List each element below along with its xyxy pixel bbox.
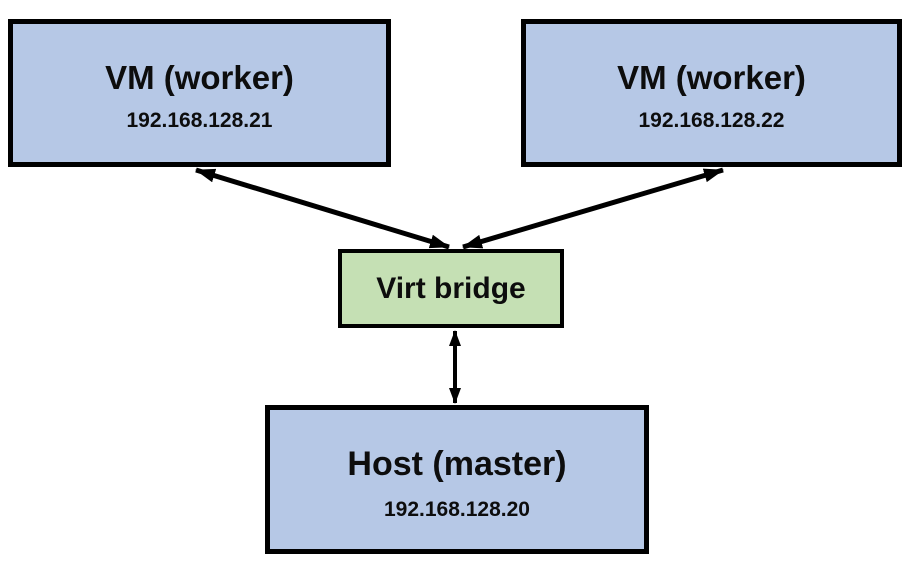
node-virt-bridge: Virt bridge [338, 249, 564, 328]
node-host-master: Host (master) 192.168.128.20 [265, 405, 649, 554]
node-vm-worker-1-ip: 192.168.128.21 [126, 109, 273, 133]
edge-vm2-bridge-arrow [462, 167, 724, 250]
node-vm-worker-2-ip: 192.168.128.22 [638, 109, 785, 133]
edge-vm1-bridge-arrow [195, 167, 450, 250]
node-host-master-label: Host (master) [347, 444, 567, 483]
node-virt-bridge-label: Virt bridge [376, 272, 526, 305]
node-vm-worker-1-label: VM (worker) [105, 58, 294, 96]
node-vm-worker-2-label: VM (worker) [617, 58, 806, 96]
node-vm-worker-2: VM (worker) 192.168.128.22 [521, 19, 902, 167]
node-vm-worker-1: VM (worker) 192.168.128.21 [8, 19, 391, 167]
node-host-master-ip: 192.168.128.20 [384, 498, 530, 522]
